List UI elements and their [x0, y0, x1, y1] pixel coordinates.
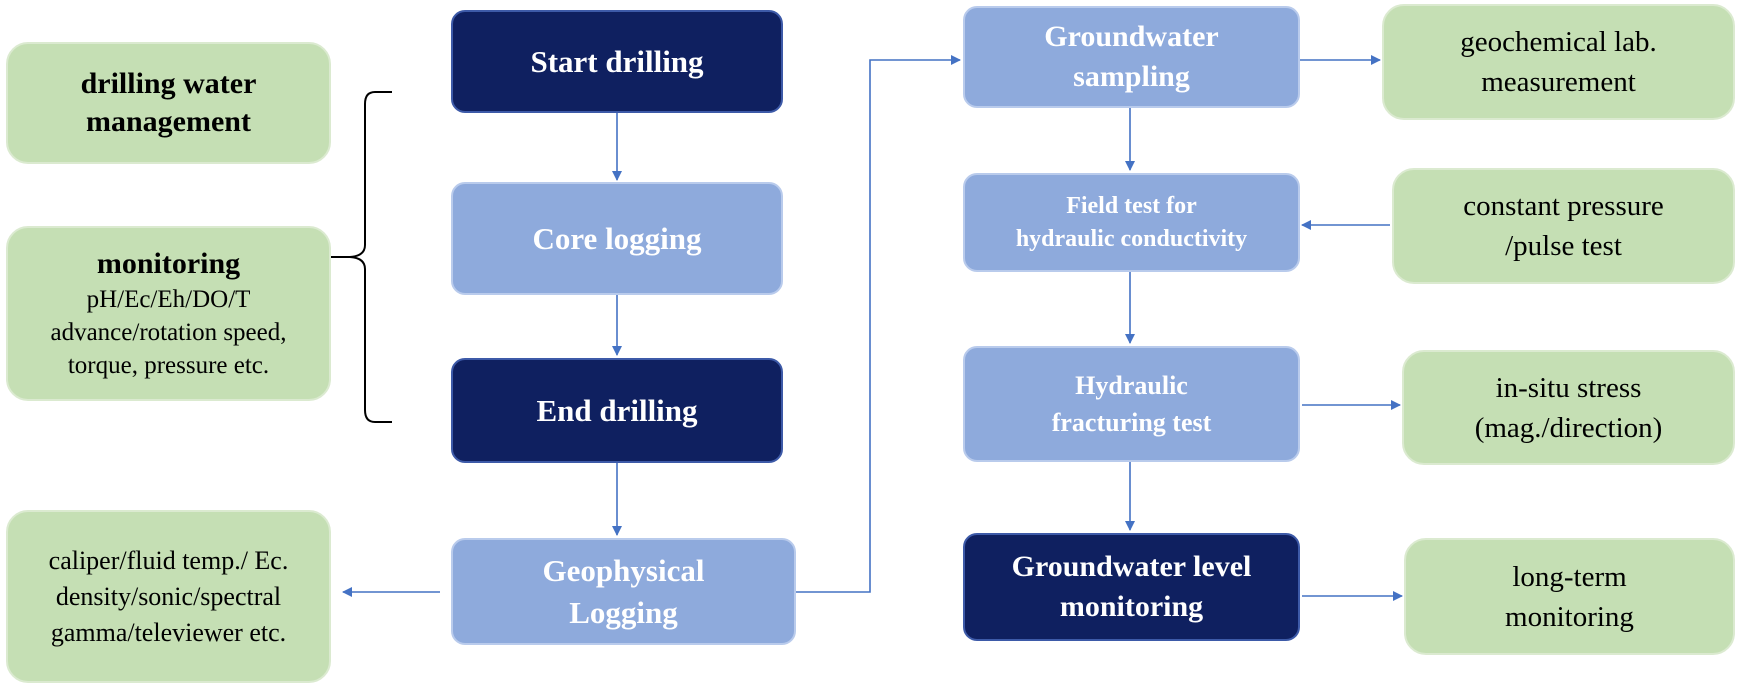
bracket [349, 91, 392, 423]
stress-line-2: (mag./direction) [1474, 411, 1663, 444]
pressure-test-note: constant pressure /pulse test [1392, 168, 1735, 284]
monitoring-line-2: advance/rotation speed, [50, 319, 287, 346]
stress-note: in-situ stress (mag./direction) [1402, 350, 1735, 465]
geochem-note: geochemical lab. measurement [1382, 4, 1735, 120]
pressure-test-line-1: constant pressure [1463, 190, 1664, 222]
stress-line-1: in-situ stress [1495, 371, 1642, 404]
geochem-line-1: geochemical lab. [1460, 26, 1657, 58]
start-drilling-label: Start drilling [530, 43, 704, 79]
groundwater-level-step: Groundwater level monitoring [963, 533, 1300, 641]
sampling-line-2: sampling [1073, 60, 1190, 93]
level-line-1: Groundwater level [1011, 550, 1252, 583]
monitoring-line-3: torque, pressure etc. [67, 352, 270, 379]
logging-items-line-3: gamma/televiewer etc. [50, 617, 287, 647]
long-term-line-1: long-term [1512, 560, 1627, 593]
drilling-water-line-1: drilling water [80, 67, 257, 100]
long-term-line-2: monitoring [1505, 600, 1634, 633]
drilling-water-line-2: management [86, 105, 251, 138]
geophysical-logging-step: Geophysical Logging [451, 538, 796, 645]
fracturing-line-1: Hydraulic [1075, 371, 1188, 400]
arrow-geo-to-sampling [796, 55, 961, 593]
groundwater-sampling-step: Groundwater sampling [963, 6, 1300, 108]
core-logging-label: Core logging [532, 220, 702, 256]
fracturing-line-2: fracturing test [1051, 408, 1212, 437]
logging-items-line-2: density/sonic/spectral [55, 581, 282, 611]
logging-items-note: caliper/fluid temp./ Ec. density/sonic/s… [6, 510, 331, 683]
pressure-test-line-2: /pulse test [1505, 230, 1622, 262]
geochem-line-2: measurement [1481, 66, 1636, 98]
end-drilling-label: End drilling [536, 392, 698, 428]
monitoring-title: monitoring [96, 247, 241, 280]
field-test-step: Field test for hydraulic conductivity [963, 173, 1300, 272]
start-drilling-step: Start drilling [451, 10, 783, 113]
core-logging-step: Core logging [451, 182, 783, 295]
field-test-line-1: Field test for [1066, 192, 1197, 219]
geophysical-line-1: Geophysical [542, 552, 705, 588]
drilling-water-note: drilling water management [6, 42, 331, 164]
monitoring-line-1: pH/Ec/Eh/DO/T [86, 286, 251, 313]
end-drilling-step: End drilling [451, 358, 783, 463]
monitoring-note: monitoring pH/Ec/Eh/DO/T advance/rotatio… [6, 226, 331, 401]
geophysical-line-2: Logging [569, 594, 678, 630]
long-term-note: long-term monitoring [1404, 538, 1735, 655]
level-line-2: monitoring [1059, 590, 1204, 623]
logging-items-line-1: caliper/fluid temp./ Ec. [48, 545, 289, 575]
sampling-line-1: Groundwater [1044, 20, 1219, 53]
hydraulic-fracturing-step: Hydraulic fracturing test [963, 346, 1300, 462]
field-test-line-2: hydraulic conductivity [1015, 225, 1248, 252]
